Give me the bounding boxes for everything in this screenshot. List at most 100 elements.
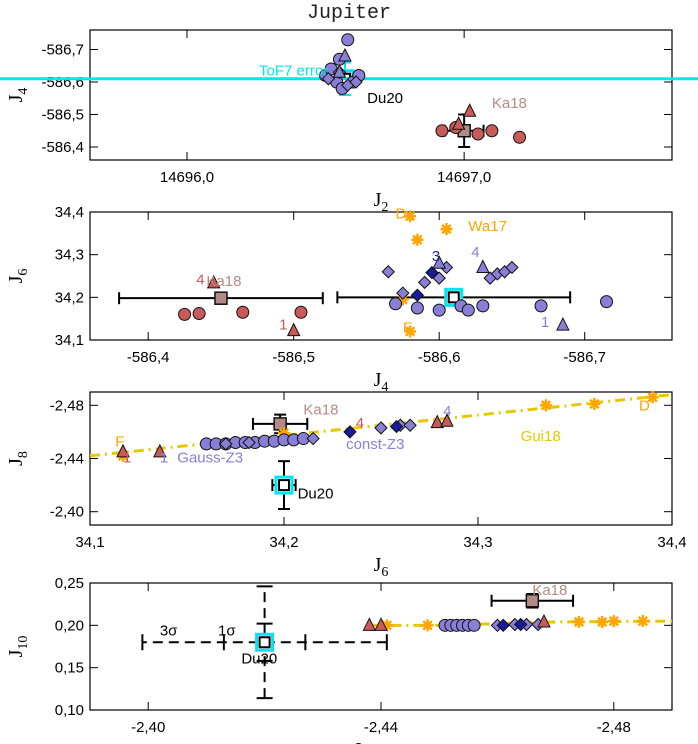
y-tick-label: -586,5 xyxy=(41,107,84,124)
data-point-diamond xyxy=(410,288,425,302)
annotation-d: D xyxy=(396,205,407,222)
y-tick-label: 34,1 xyxy=(55,332,84,349)
x-tick-label: 34,2 xyxy=(269,534,298,551)
y-tick-label: 0,15 xyxy=(55,660,84,677)
y-tick-label: -2,40 xyxy=(50,504,84,521)
annotation-tof7-error: ToF7 error xyxy=(259,63,328,80)
data-point-star xyxy=(539,399,552,412)
ka18-marker xyxy=(525,594,540,608)
data-point-triangle xyxy=(116,443,130,458)
du20-marker-inner xyxy=(258,636,271,649)
data-point-circle xyxy=(432,303,446,317)
y-axis-label: J6 xyxy=(5,269,31,284)
data-point-circle xyxy=(294,305,308,319)
data-point-triangle xyxy=(556,316,570,331)
data-point-star-ray xyxy=(597,616,608,628)
data-point-diamond xyxy=(432,271,446,285)
y-tick-label: 34,2 xyxy=(55,289,84,306)
data-point-star-ray xyxy=(589,398,600,410)
y-axis-label: J4 xyxy=(5,88,31,103)
x-tick-label: 34,4 xyxy=(657,534,686,551)
data-point-star-ray xyxy=(441,223,452,235)
data-point-diamond xyxy=(343,425,357,439)
data-point-circle xyxy=(476,299,490,313)
plot-frame-1 xyxy=(89,29,673,161)
data-point-circle xyxy=(410,301,424,315)
data-point-star xyxy=(636,615,649,628)
annotation-1: 1 xyxy=(541,314,549,331)
x-tick-label: -586,7 xyxy=(563,349,606,366)
annotation-4: 4 xyxy=(443,403,451,420)
x-tick-label: -2,40 xyxy=(131,719,165,736)
data-point-star-ray xyxy=(540,400,552,411)
annotation-1-: 1σ xyxy=(218,622,236,639)
x-axis-label: J8 xyxy=(354,739,369,744)
data-point-circle xyxy=(236,305,250,319)
data-point-circle xyxy=(467,618,481,632)
y-axis-label: J10 xyxy=(5,636,31,658)
data-point-diamond xyxy=(321,72,336,86)
x-axis-label: J6 xyxy=(374,554,389,580)
data-point-circle xyxy=(178,307,192,321)
annotation-f: F xyxy=(115,434,124,451)
data-point-triangle xyxy=(332,64,347,78)
annotation-ka18: Ka18 xyxy=(303,402,338,419)
data-point-diamond xyxy=(425,265,439,280)
data-point-diamond xyxy=(389,419,404,434)
data-point-diamond xyxy=(349,75,363,89)
data-point-star xyxy=(607,615,620,628)
y-axis-label: J8 xyxy=(5,451,31,466)
y-tick-label: -2,44 xyxy=(50,451,84,468)
data-point-diamond xyxy=(513,617,528,632)
data-point-diamond xyxy=(381,265,395,279)
data-point-circle xyxy=(471,127,485,141)
y-tick-label: -586,6 xyxy=(41,74,84,91)
data-point-star xyxy=(404,325,417,338)
annotation-1: 1 xyxy=(123,449,131,466)
data-point-star-ray xyxy=(647,392,658,403)
data-point-triangle xyxy=(476,259,490,273)
annotation-4: 4 xyxy=(356,415,364,432)
annotation-du20: Du20 xyxy=(298,485,334,502)
data-point-star xyxy=(404,210,417,223)
annotation-1: 1 xyxy=(160,449,168,466)
data-point-circle xyxy=(534,299,548,313)
annotation-ka18: Ka18 xyxy=(532,582,567,599)
data-point-star xyxy=(596,615,609,628)
data-point-circle xyxy=(435,124,449,138)
data-point-diamond xyxy=(374,421,388,435)
y-tick-label: -2,48 xyxy=(50,397,84,414)
data-point-circle xyxy=(600,295,614,309)
data-point-circle xyxy=(192,307,206,321)
x-axis-label: J4 xyxy=(374,369,389,395)
data-point-star-ray xyxy=(404,326,416,337)
data-point-star xyxy=(421,619,434,632)
data-point-circle xyxy=(513,130,527,144)
plot-frame-4 xyxy=(89,582,673,711)
data-point-triangle xyxy=(430,414,445,429)
du20-marker-inner xyxy=(278,479,290,492)
du20-marker-inner xyxy=(447,291,460,304)
annotation-du20: Du20 xyxy=(241,650,277,667)
annotation-d: D xyxy=(639,398,650,415)
x-tick-label: -586,6 xyxy=(418,349,461,366)
data-point-triangle xyxy=(286,322,301,337)
data-point-circle xyxy=(341,33,355,47)
data-point-triangle xyxy=(206,274,221,289)
annotation-4: 4 xyxy=(471,244,479,261)
annotation-3-: 3σ xyxy=(160,622,178,639)
data-point-triangle xyxy=(537,613,551,628)
data-point-star xyxy=(572,615,585,628)
data-point-star xyxy=(588,397,601,410)
annotation-const-z3: const-Z3 xyxy=(346,436,404,453)
y-tick-label: -586,7 xyxy=(41,42,84,59)
annotation-ka18: Ka18 xyxy=(492,95,527,112)
figure-title: Jupiter xyxy=(306,2,391,25)
annotation-du20: Du20 xyxy=(367,90,403,107)
annotation-ka18: Ka18 xyxy=(206,273,241,290)
data-point-star-ray xyxy=(573,616,585,628)
data-point-diamond xyxy=(306,431,320,446)
plot-frame-2 xyxy=(89,211,673,341)
